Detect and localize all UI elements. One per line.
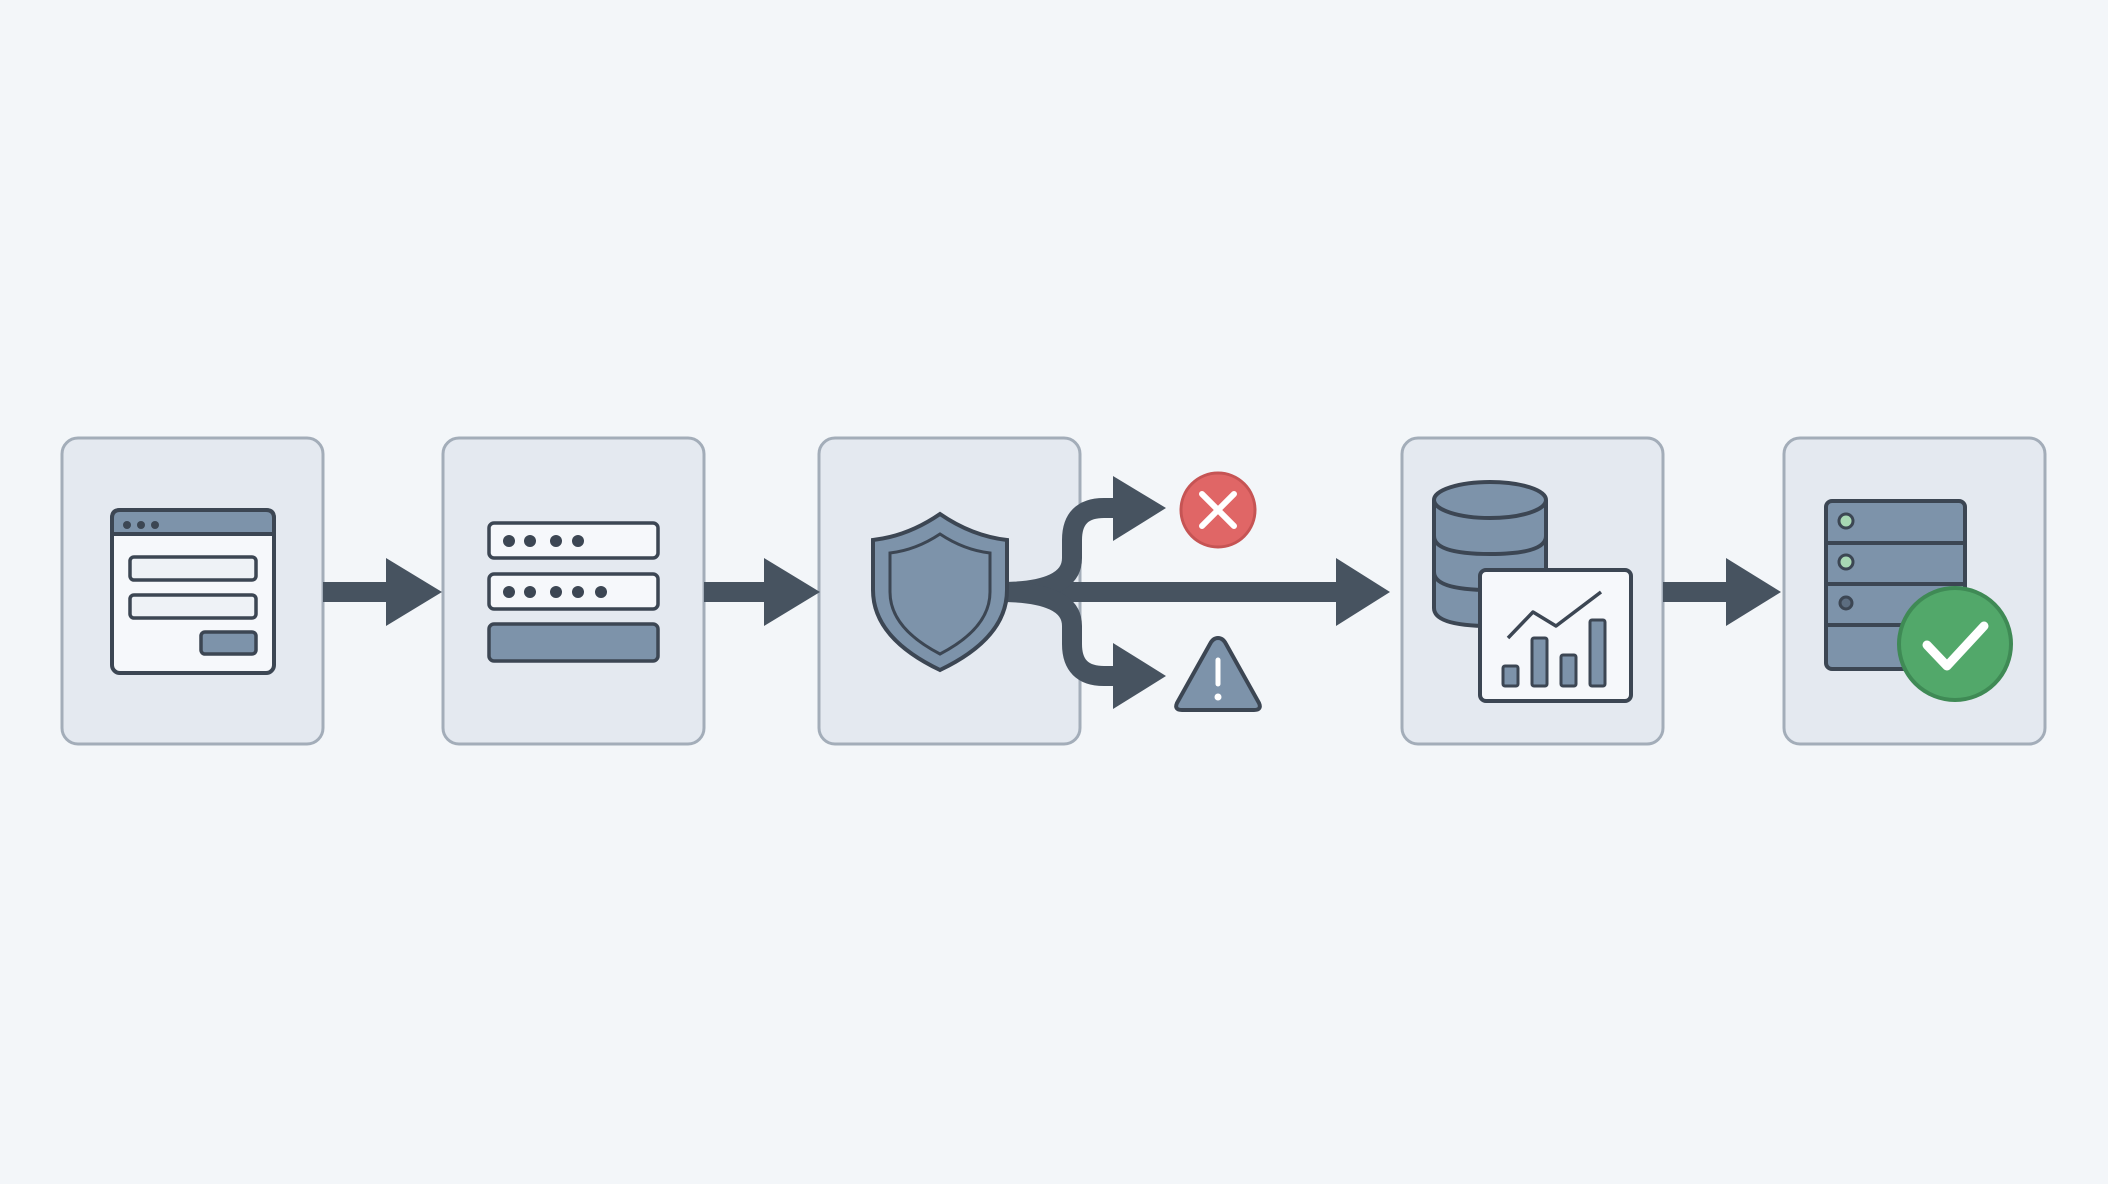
connector-arrow-main (1000, 558, 1390, 626)
success-check-icon (1897, 586, 2013, 702)
shield-icon (871, 511, 1009, 673)
connector-arrow-4 (1663, 558, 1781, 626)
connector-arrow-2 (704, 558, 820, 626)
connector-arrow-1 (323, 558, 442, 626)
server-check-icon (1824, 499, 2013, 702)
browser-form-icon (110, 508, 276, 675)
warning-triangle-icon (1174, 635, 1262, 712)
password-fields-icon (487, 521, 660, 663)
error-x-icon (1179, 471, 1257, 549)
analytics-chart-icon (1478, 568, 1633, 703)
database-chart-icon (1432, 480, 1633, 703)
branch-arrow-flagged (999, 582, 1166, 709)
